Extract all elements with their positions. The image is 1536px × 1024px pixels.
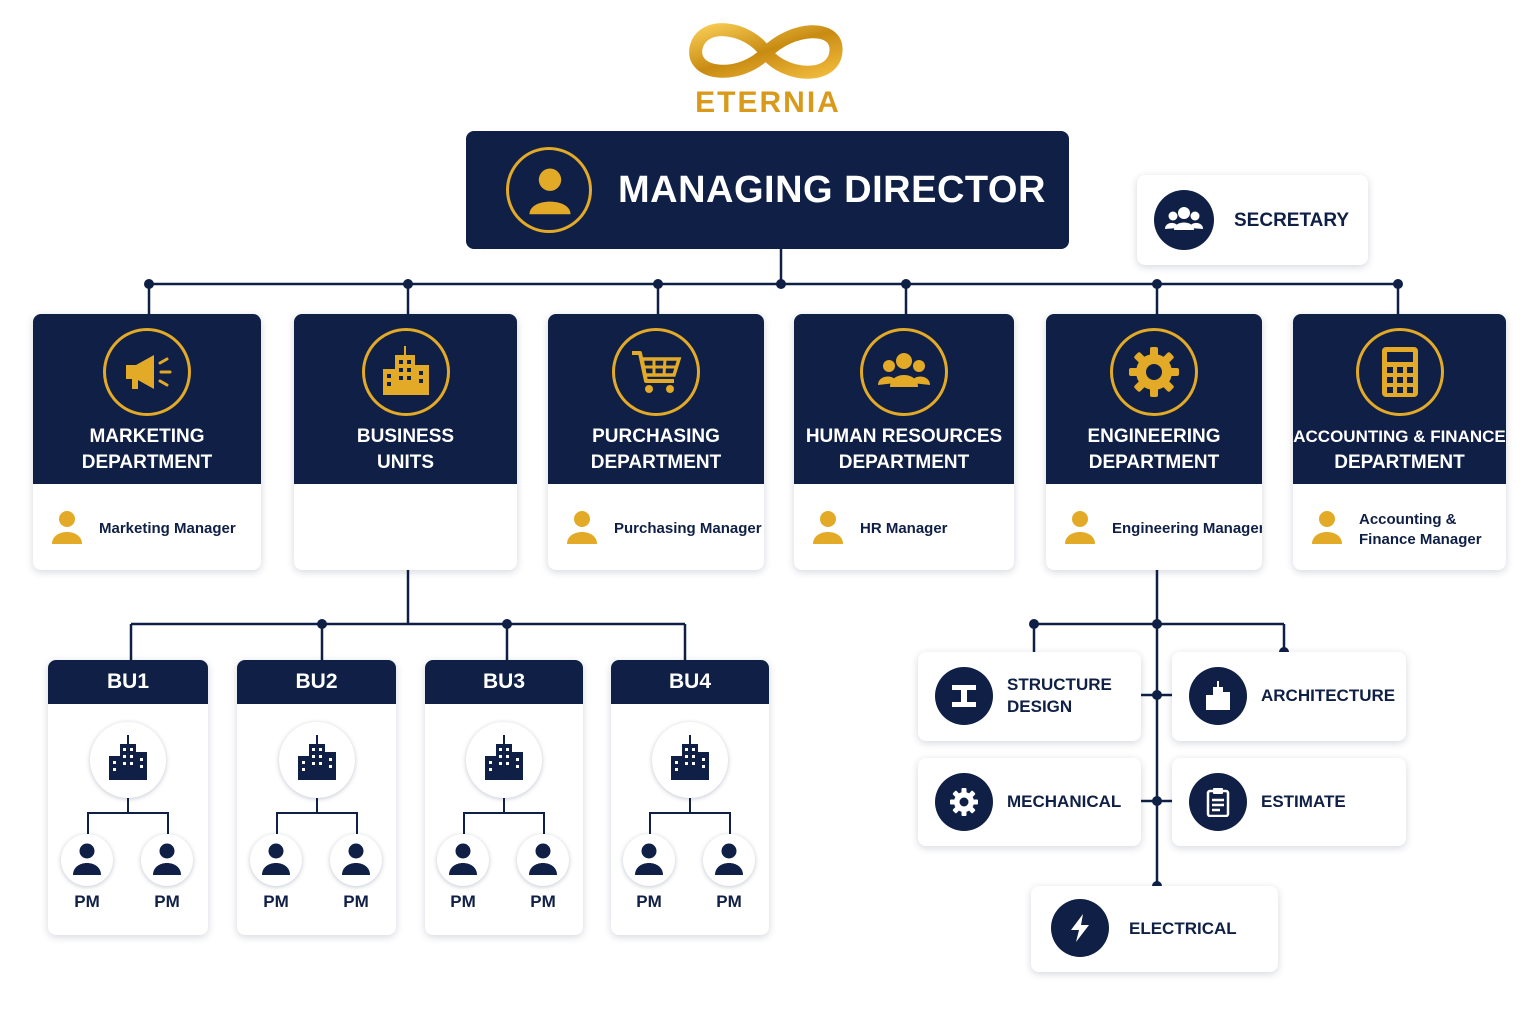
dept-accounting-finance[interactable]: ACCOUNTING & FINANCE DEPARTMENT Accountin… (1293, 314, 1506, 570)
building-icon (361, 328, 450, 416)
calculator-icon (1355, 328, 1444, 416)
pm-label: PM (263, 892, 289, 911)
unit-label-line2: DESIGN (1007, 697, 1073, 716)
business-unit-card[interactable]: BU3 PM PM (425, 660, 583, 935)
dept-human-resources[interactable]: HUMAN RESOURCES DEPARTMENT HR Manager (794, 314, 1014, 570)
dept-name-line1: PURCHASING (592, 426, 720, 447)
manager-name: HR Manager (860, 520, 948, 537)
pm-label: PM (450, 892, 476, 911)
dept-name-line2: UNITS (377, 452, 434, 473)
person-icon (567, 511, 597, 544)
bu-title: BU4 (611, 660, 769, 704)
person-icon (437, 834, 489, 886)
manager-name-line2: Finance Manager (1359, 531, 1482, 548)
dept-name-line1: ACCOUNTING & FINANCE (1293, 427, 1506, 446)
person-icon (1065, 511, 1095, 544)
gear-icon (935, 773, 993, 831)
person-icon (703, 834, 755, 886)
pm-label: PM (716, 892, 742, 911)
dept-name-line1: BUSINESS (356, 426, 455, 447)
building-icon (1189, 667, 1247, 725)
secretary-title: SECRETARY (1234, 210, 1350, 231)
person-icon (813, 511, 843, 544)
shopping-cart-icon (612, 328, 700, 416)
lightning-icon (1051, 899, 1109, 957)
dept-name-line1: HUMAN RESOURCES (805, 426, 1003, 447)
pm-label: PM (636, 892, 662, 911)
pm-label: PM (343, 892, 369, 911)
building-icon (278, 722, 355, 798)
pm-label: PM (154, 892, 180, 911)
building-icon (652, 722, 728, 798)
dept-name-line2: DEPARTMENT (81, 452, 213, 473)
dept-name-line2: DEPARTMENT (1334, 452, 1465, 473)
manager-name-line1: Accounting & (1359, 511, 1457, 528)
dept-name-line2: DEPARTMENT (1088, 452, 1220, 473)
bu-title: BU2 (237, 660, 396, 704)
person-icon (141, 834, 193, 886)
pm-label: PM (74, 892, 100, 911)
unit-electrical[interactable]: ELECTRICAL (1031, 886, 1278, 972)
bu-title: BU3 (425, 660, 583, 704)
unit-label: ELECTRICAL (1129, 919, 1237, 938)
unit-architecture[interactable]: ARCHITECTURE (1172, 652, 1406, 741)
team-icon (860, 328, 948, 416)
pm-label: PM (530, 892, 556, 911)
building-icon (466, 722, 542, 798)
clipboard-icon (1189, 773, 1247, 831)
dept-engineering[interactable]: ENGINEERING DEPARTMENT Engineering Manage… (1046, 314, 1262, 570)
unit-estimate[interactable]: ESTIMATE (1172, 758, 1406, 846)
unit-label: ESTIMATE (1261, 792, 1346, 811)
manager-name: Accounting & Finance Manager (1359, 510, 1499, 550)
manager-name: Marketing Manager (99, 520, 236, 537)
person-icon (623, 834, 675, 886)
dept-marketing[interactable]: MARKETING DEPARTMENT Marketing Manager (33, 314, 261, 570)
person-icon (61, 834, 113, 886)
managing-director-box[interactable]: MANAGING DIRECTOR (466, 131, 1069, 249)
person-icon (52, 511, 82, 544)
business-unit-card[interactable]: BU2 PM PM (237, 660, 396, 935)
secretary-box[interactable]: SECRETARY (1137, 175, 1368, 265)
person-icon (330, 834, 382, 886)
brand-name: ETERNIA (695, 86, 841, 119)
dept-name-line1: ENGINEERING (1087, 426, 1221, 447)
megaphone-icon (103, 328, 191, 416)
i-beam-icon (935, 667, 993, 725)
unit-label: MECHANICAL (1007, 792, 1122, 811)
infinity-logo-icon (689, 23, 843, 79)
dept-name-line2: DEPARTMENT (838, 452, 970, 473)
director-title: MANAGING DIRECTOR (618, 169, 1046, 211)
business-unit-card[interactable]: BU4 PM PM (611, 660, 769, 935)
manager-name: Engineering Manager (1112, 520, 1262, 537)
dept-purchasing[interactable]: PURCHASING DEPARTMENT Purchasing Manager (548, 314, 764, 570)
person-icon (1312, 511, 1342, 544)
bu-title: BU1 (48, 660, 208, 704)
dept-name-line1: MARKETING (89, 426, 205, 447)
dept-business-units[interactable]: BUSINESS UNITS (294, 314, 517, 570)
building-icon (90, 722, 166, 798)
gear-icon (1110, 328, 1198, 416)
business-unit-card[interactable]: BU1 PM PM (48, 660, 208, 935)
unit-label-line1: STRUCTURE (1007, 675, 1112, 694)
unit-structure-design[interactable]: STRUCTURE DESIGN (918, 652, 1141, 741)
dept-name-line2: DEPARTMENT (590, 452, 722, 473)
person-icon (506, 147, 592, 233)
person-icon (517, 834, 569, 886)
unit-mechanical[interactable]: MECHANICAL (918, 758, 1141, 846)
team-icon (1154, 190, 1214, 250)
unit-label: ARCHITECTURE (1261, 686, 1396, 705)
manager-name: Purchasing Manager (614, 520, 762, 537)
person-icon (250, 834, 302, 886)
